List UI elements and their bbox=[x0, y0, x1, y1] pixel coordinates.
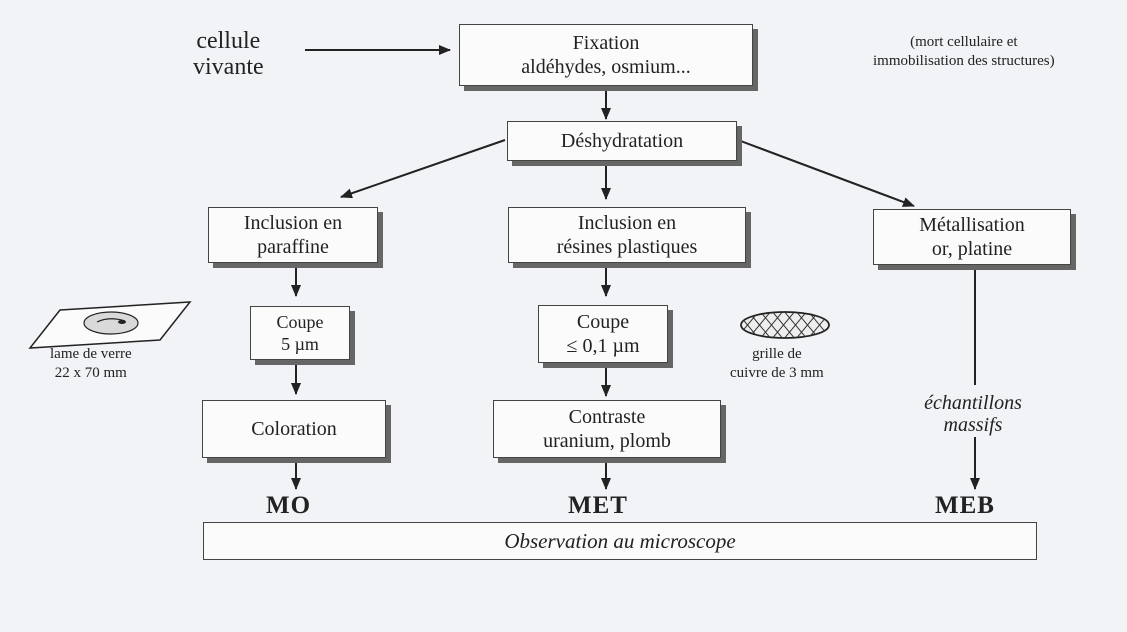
arrow-dehydration-to-paraffin bbox=[340, 139, 506, 199]
resin-line2: résines plastiques bbox=[556, 236, 698, 258]
metallisation-line1: Métallisation bbox=[919, 214, 1025, 236]
dehydration-box: Déshydratation bbox=[507, 121, 737, 161]
samples-label: échantillons massifs bbox=[888, 392, 1058, 436]
fixation-line2: aldéhydes, osmium... bbox=[521, 56, 691, 78]
coupe-5um-line1: Coupe bbox=[276, 312, 324, 332]
mo-label: MO bbox=[266, 492, 312, 519]
contraste-line2: uranium, plomb bbox=[543, 430, 671, 452]
input-label: cellule vivante bbox=[193, 28, 264, 80]
coupe-5um-box: Coupe 5 µm bbox=[250, 306, 350, 360]
samples-line1: échantillons bbox=[924, 392, 1022, 414]
grid-note-line2: cuivre de 3 mm bbox=[730, 365, 824, 381]
fixation-note-line1: (mort cellulaire et bbox=[910, 34, 1018, 50]
copper-grid-icon bbox=[740, 311, 830, 339]
meb-label: MEB bbox=[935, 492, 995, 519]
grid-note-line1: grille de bbox=[752, 346, 802, 362]
resin-inclusion-box: Inclusion en résines plastiques bbox=[508, 207, 746, 263]
paraffin-line1: Inclusion en bbox=[243, 212, 343, 234]
paraffin-inclusion-box: Inclusion en paraffine bbox=[208, 207, 378, 263]
coupe-01um-line1: Coupe bbox=[576, 311, 630, 333]
contraste-line1: Contraste bbox=[568, 406, 646, 428]
slide-note-line2: 22 x 70 mm bbox=[54, 365, 127, 381]
resin-line1: Inclusion en bbox=[577, 212, 677, 234]
slide-note: lame de verre 22 x 70 mm bbox=[50, 345, 132, 383]
observation-box: Observation au microscope bbox=[203, 522, 1037, 560]
coloration-box: Coloration bbox=[202, 400, 386, 458]
coupe-5um-line2: 5 µm bbox=[281, 334, 319, 354]
glass-slide-icon bbox=[28, 301, 192, 349]
input-line1: cellule bbox=[196, 28, 261, 54]
slide-note-line1: lame de verre bbox=[50, 346, 132, 362]
grid-note: grille de cuivre de 3 mm bbox=[730, 345, 824, 383]
coupe-01um-box: Coupe ≤ 0,1 µm bbox=[538, 305, 668, 363]
fixation-line1: Fixation bbox=[572, 32, 640, 54]
samples-line2: massifs bbox=[943, 414, 1003, 436]
fixation-note: (mort cellulaire et immobilisation des s… bbox=[873, 33, 1055, 71]
fixation-box: Fixation aldéhydes, osmium... bbox=[459, 24, 753, 86]
coupe-01um-line2: ≤ 0,1 µm bbox=[566, 335, 640, 357]
met-label: MET bbox=[568, 492, 628, 519]
fixation-note-line2: immobilisation des structures) bbox=[873, 53, 1055, 69]
coloration-label: Coloration bbox=[251, 418, 337, 440]
observation-label: Observation au microscope bbox=[504, 528, 736, 553]
metallisation-line2: or, platine bbox=[931, 238, 1013, 260]
contraste-box: Contraste uranium, plomb bbox=[493, 400, 721, 458]
input-line2: vivante bbox=[193, 54, 264, 80]
arrow-dehydration-to-metallisation bbox=[737, 139, 915, 207]
paraffin-line2: paraffine bbox=[257, 236, 329, 258]
dehydration-label: Déshydratation bbox=[560, 130, 684, 152]
metallisation-box: Métallisation or, platine bbox=[873, 209, 1071, 265]
